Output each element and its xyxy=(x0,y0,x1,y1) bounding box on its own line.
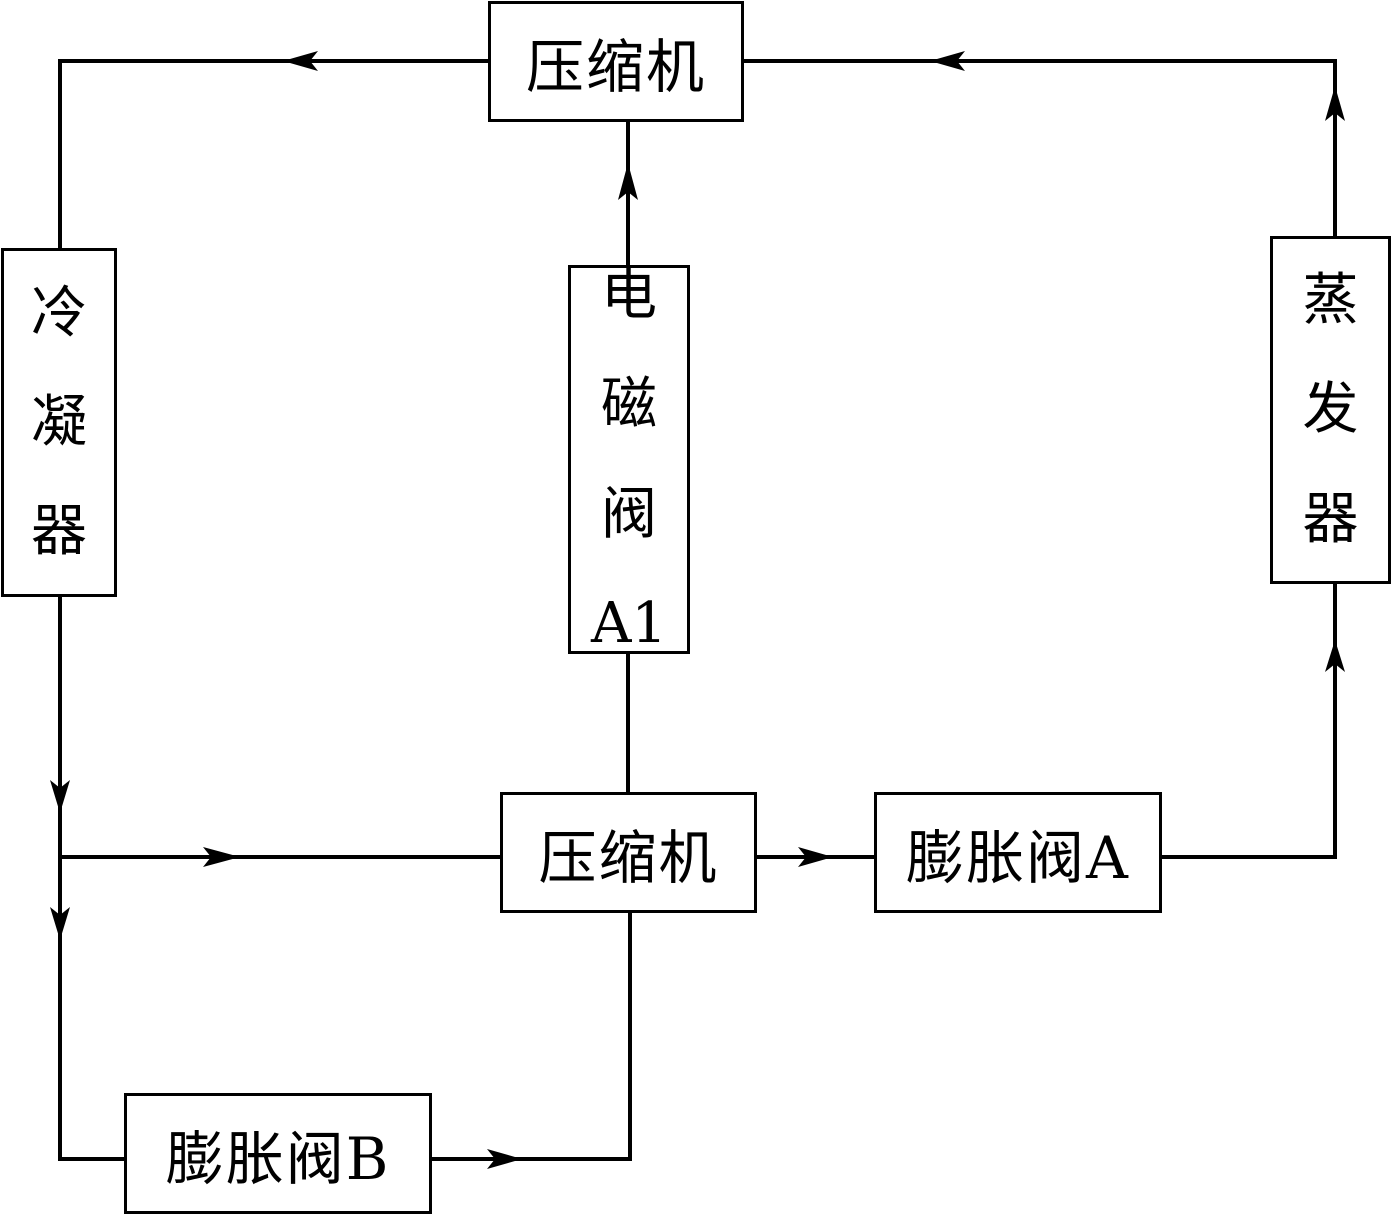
compressor-mid-box: 压缩机 xyxy=(500,792,757,913)
arrow-up-icon xyxy=(1325,640,1345,672)
arrow-down-icon xyxy=(50,907,70,940)
compressor-mid-label: 压缩机 xyxy=(538,823,719,892)
edge-expansion-valve-a-to-evaporator xyxy=(1160,582,1337,859)
solenoid-valve-char: A1 xyxy=(590,590,668,656)
solenoid-valve-char: 阀 xyxy=(601,481,657,547)
evaporator-char: 发 xyxy=(1302,377,1359,443)
edge-expansion-valve-b-to-compressor-mid xyxy=(430,911,632,1161)
arrow-up-icon xyxy=(1325,86,1345,121)
arrow-up-icon xyxy=(618,163,638,200)
compressor-top-label: 压缩机 xyxy=(525,32,706,101)
expansion-valve-a-label: 膨胀阀A xyxy=(906,823,1130,892)
evaporator-char: 蒸 xyxy=(1302,268,1359,334)
solenoid-valve-char: 磁 xyxy=(601,372,657,438)
condenser-char: 器 xyxy=(31,499,87,565)
condenser-char: 冷 xyxy=(31,280,87,346)
expansion-valve-b-box: 膨胀阀B xyxy=(124,1093,432,1214)
solenoid-valve-box: 电 磁 阀 A1 xyxy=(568,263,690,656)
condenser-box: 冷 凝 器 xyxy=(1,248,117,597)
solenoid-valve-char: 电 xyxy=(601,263,657,329)
evaporator-box: 蒸 发 器 xyxy=(1270,236,1391,584)
arrow-right-icon xyxy=(487,1149,522,1169)
evaporator-char: 器 xyxy=(1302,486,1359,552)
edge-junction-to-expansion-valve-b xyxy=(58,857,125,1161)
compressor-top-box: 压缩机 xyxy=(488,1,744,122)
arrow-left-icon xyxy=(283,51,318,71)
condenser-char: 凝 xyxy=(31,389,87,455)
edge-compressor-top-to-condenser xyxy=(58,59,490,249)
expansion-valve-b-label: 膨胀阀B xyxy=(165,1124,391,1193)
arrow-down-icon xyxy=(50,780,70,813)
arrow-right-icon xyxy=(203,847,240,867)
expansion-valve-a-box: 膨胀阀A xyxy=(874,792,1162,913)
arrow-left-icon xyxy=(930,51,965,71)
edge-evaporator-to-compressor-top xyxy=(742,59,1337,237)
arrow-right-icon xyxy=(798,847,833,867)
